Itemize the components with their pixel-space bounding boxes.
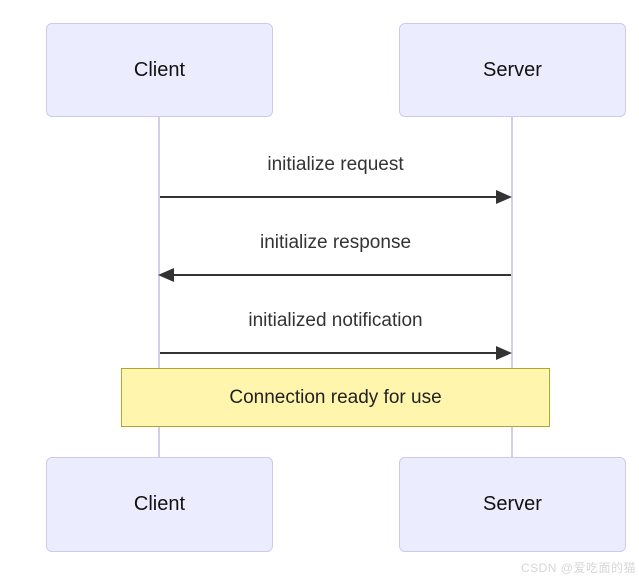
arrow-initialize-response <box>158 268 511 282</box>
arrow-initialized-notification <box>160 346 512 360</box>
message-label-initialize-request: initialize request <box>267 154 404 175</box>
actor-label: Client <box>133 58 186 81</box>
actor-label: Server <box>483 58 542 81</box>
note-connection-ready: Connection ready for use <box>121 368 550 427</box>
message-label-initialized-notification: initialized notification <box>248 310 423 331</box>
client-lifeline <box>158 117 160 457</box>
actor-server-top: Server <box>399 23 626 117</box>
csdn-watermark: CSDN @爱吃面的猫 <box>520 561 636 575</box>
actor-server-bottom: Server <box>399 457 626 552</box>
actor-label: Client <box>133 493 186 515</box>
actor-client-bottom: Client <box>46 457 273 552</box>
arrowhead-left-icon <box>158 268 174 282</box>
arrow-initialize-request <box>160 190 512 204</box>
arrowhead-right-icon <box>496 190 512 204</box>
server-lifeline <box>511 117 513 457</box>
note-label: Connection ready for use <box>229 386 442 408</box>
actor-label: Server <box>483 493 542 515</box>
message-label-initialize-response: initialize response <box>259 232 412 253</box>
arrowhead-right-icon <box>496 346 512 360</box>
actor-client-top: Client <box>46 23 273 117</box>
